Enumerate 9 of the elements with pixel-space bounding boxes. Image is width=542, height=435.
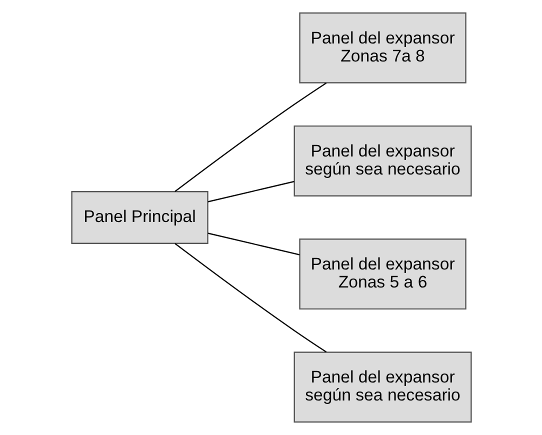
connector: [174, 242, 326, 353]
node-box: Panel del expansor Zonas 7a 8: [298, 12, 466, 84]
node-box: Panel Principal: [70, 191, 208, 244]
node-box: Panel del expansor según sea necesario: [293, 352, 472, 423]
node-box: Panel del expansor Zonas 5 a 6: [298, 238, 466, 310]
connector: [207, 180, 294, 202]
node-box: Panel del expansor según sea necesario: [293, 125, 472, 196]
connector: [207, 232, 300, 256]
connector: [174, 82, 326, 192]
